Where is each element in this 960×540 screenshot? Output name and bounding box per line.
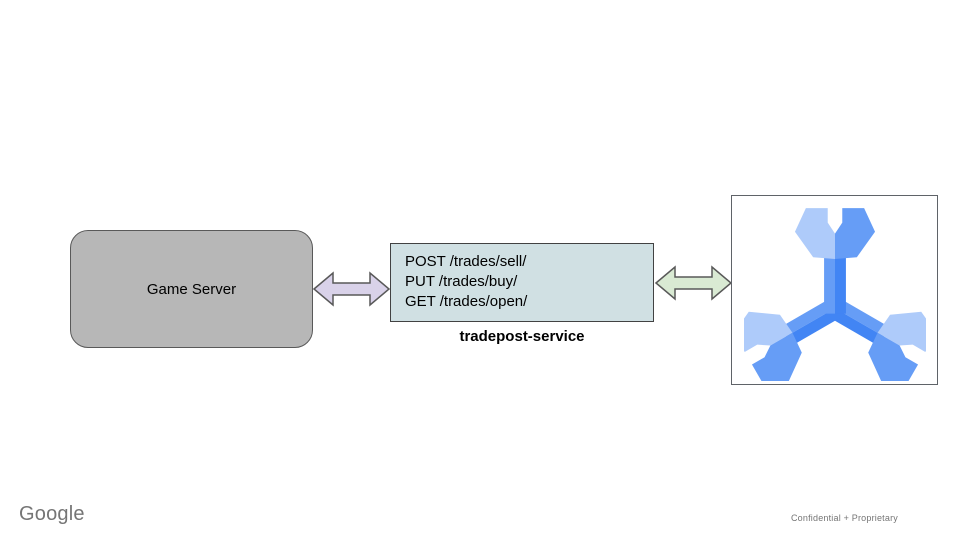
game-server-label: Game Server [146, 280, 237, 298]
spanner-arm-top [794, 208, 875, 314]
api-endpoints-node: POST /trades/sell/ PUT /trades/buy/ GET … [390, 243, 654, 322]
bidirectional-arrow-right-icon [654, 265, 733, 301]
confidential-note: Confidential + Proprietary [790, 513, 898, 523]
api-endpoint-line-get: GET /trades/open/ [405, 293, 528, 310]
google-logo: Google [19, 503, 85, 525]
cloud-spanner-icon [743, 208, 926, 381]
game-server-node: Game Server [70, 230, 313, 348]
api-endpoint-line-post: POST /trades/sell/ [405, 253, 527, 270]
api-endpoint-line-put: PUT /trades/buy/ [405, 273, 518, 290]
service-name-label: tradepost-service [459, 328, 585, 345]
bidirectional-arrow-left-icon [312, 271, 391, 307]
left-arrow-shape [312, 271, 391, 307]
right-arrow-shape [654, 265, 733, 301]
spanner-node [731, 195, 938, 385]
